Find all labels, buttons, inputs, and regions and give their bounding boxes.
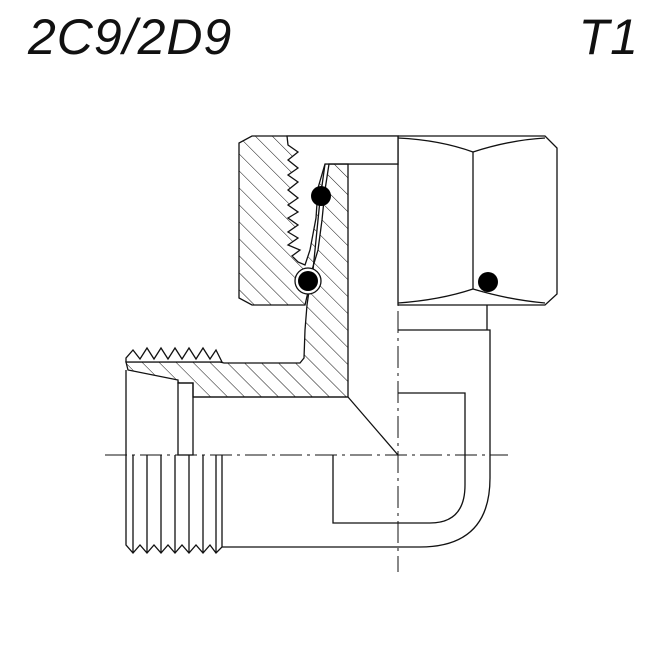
nut-hex [398, 135, 558, 306]
centerlines [105, 136, 508, 572]
lower-thread [125, 455, 223, 554]
elbow-inner [332, 392, 466, 524]
elbow-outer [222, 329, 491, 548]
seal-ball-3 [478, 272, 498, 292]
part-code-label: 2C9/2D9 [28, 9, 233, 65]
type-code-label: T1 [578, 9, 639, 65]
body-thread-top [125, 346, 224, 363]
seal-ball-1 [311, 186, 331, 206]
seal-ball-2 [298, 271, 318, 291]
